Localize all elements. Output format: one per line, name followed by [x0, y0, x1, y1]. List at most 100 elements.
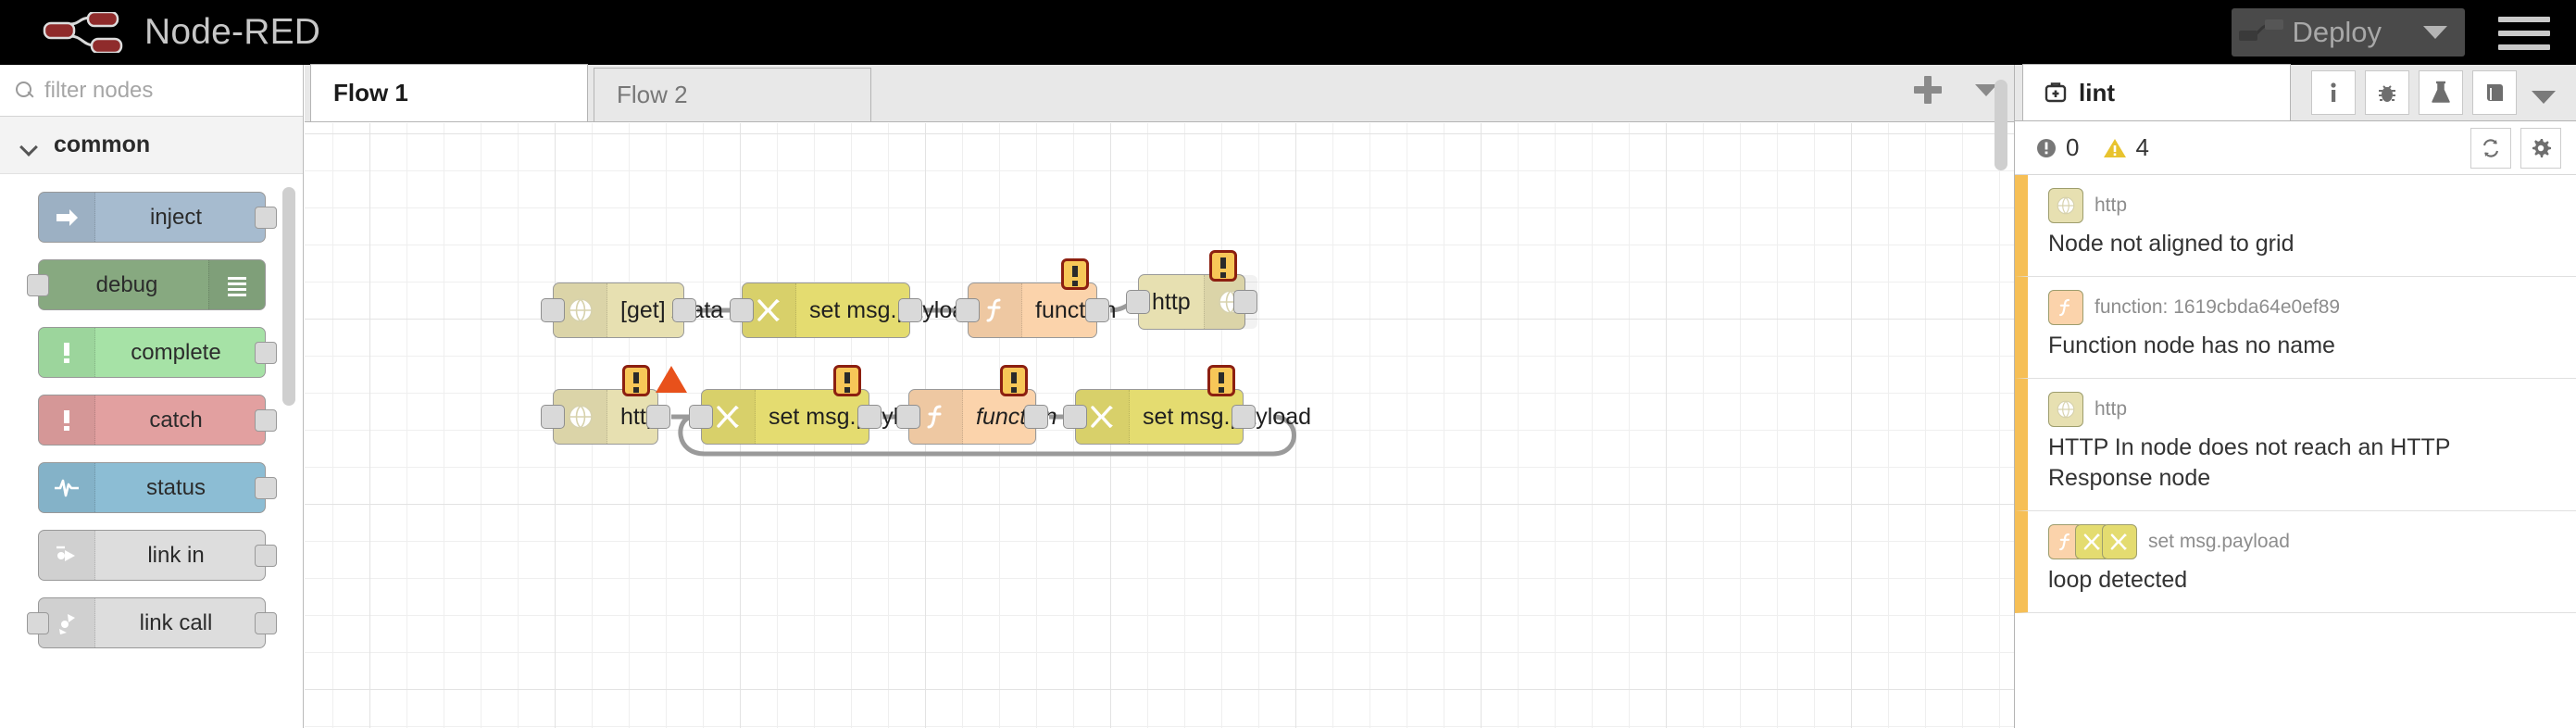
input-port[interactable] [26, 611, 49, 634]
output-port[interactable] [857, 405, 882, 429]
lint-item-source: http [2048, 188, 2559, 223]
node-error-badge[interactable] [1207, 365, 1235, 396]
palette-node-complete[interactable]: complete [37, 327, 277, 378]
flow-node-label: set msg.payload [1143, 403, 1312, 430]
flow-menu-chevron-down-icon[interactable] [1975, 83, 1997, 96]
flow-node-n5[interactable]: http [541, 365, 687, 445]
add-flow-icon[interactable] [1914, 76, 1942, 104]
palette-node-catch[interactable]: catch [37, 395, 277, 446]
refresh-icon[interactable] [2470, 127, 2511, 169]
output-port[interactable] [254, 611, 277, 634]
right-sidebar: lint [2014, 64, 2576, 728]
switch-icon [743, 283, 796, 337]
editor-center: Flow 1 Flow 2 [get] /data [305, 64, 2014, 728]
lint-item-message: loop detected [2048, 567, 2188, 593]
info-icon[interactable] [2311, 70, 2356, 115]
output-port[interactable] [1024, 405, 1048, 429]
lint-item-message: HTTP In node does not reach an HTTP Resp… [2048, 434, 2451, 491]
lint-item-source-label: set msg.payload [2148, 531, 2290, 552]
node-error-badge[interactable] [1061, 258, 1089, 290]
output-port[interactable] [254, 341, 277, 364]
output-port[interactable] [254, 408, 277, 432]
input-port[interactable] [1126, 290, 1150, 314]
input-port[interactable] [730, 298, 754, 322]
palette-node-inject[interactable]: inject [37, 192, 277, 243]
input-port[interactable] [26, 273, 49, 296]
flow-node-n6[interactable]: set msg.payload [689, 365, 937, 445]
lint-item-node-icons [2048, 524, 2137, 559]
output-port[interactable] [254, 206, 277, 229]
output-port[interactable] [646, 405, 670, 429]
flow-node-n3[interactable]: function [956, 258, 1117, 338]
palette-node-label: link call [139, 609, 213, 635]
function-icon [2048, 290, 2083, 325]
lint-item-node-icons [2048, 290, 2083, 325]
book-icon[interactable] [2472, 70, 2517, 115]
hamburger-line [2498, 44, 2550, 50]
tab-flow-2[interactable]: Flow 2 [594, 68, 871, 121]
flow-canvas[interactable]: [get] /data set msg.payload function htt… [305, 123, 2014, 728]
palette-category-label: common [54, 132, 151, 157]
node-error-badge[interactable] [1000, 365, 1028, 396]
palette-node-debug[interactable]: debug [26, 259, 266, 310]
lint-item[interactable]: set msg.payload loop detected [2015, 511, 2576, 613]
input-port[interactable] [896, 405, 920, 429]
input-port[interactable] [541, 298, 565, 322]
input-port[interactable] [689, 405, 713, 429]
output-port[interactable] [254, 544, 277, 567]
bug-icon[interactable] [2365, 70, 2409, 115]
node-error-badge[interactable] [833, 365, 861, 396]
inject-arrow-icon [38, 193, 95, 242]
filter-nodes-input[interactable] [44, 77, 288, 104]
lint-item-node-icons [2048, 188, 2083, 223]
flow-node-n1[interactable]: [get] /data [541, 282, 723, 338]
gear-icon[interactable] [2520, 127, 2561, 169]
node-error-badge[interactable] [1209, 250, 1237, 282]
deploy-dropdown-button[interactable] [2406, 8, 2465, 56]
output-port[interactable] [1233, 290, 1257, 314]
palette-node-link-call[interactable]: link call [26, 597, 277, 648]
flow-node-n7[interactable]: function 1 [896, 365, 1076, 445]
input-port[interactable] [1063, 405, 1087, 429]
hamburger-menu-icon[interactable] [2498, 17, 2550, 50]
input-port[interactable] [956, 298, 980, 322]
output-port[interactable] [672, 298, 696, 322]
palette-search[interactable] [0, 65, 303, 117]
palette-node-link-in[interactable]: link in [37, 530, 277, 581]
flow-node-n2[interactable]: set msg.payload [730, 282, 978, 338]
exclamation-icon [38, 328, 95, 377]
palette-node-label: inject [149, 204, 203, 230]
sidebar-menu-chevron-down-icon[interactable] [2532, 91, 2556, 104]
sidebar-tab-lint[interactable]: lint [2022, 64, 2291, 120]
palette-scrollbar[interactable] [282, 187, 295, 406]
lint-status-actions [2470, 127, 2561, 169]
node-warning-badge[interactable] [656, 366, 687, 393]
output-port[interactable] [254, 476, 277, 499]
tab-flow-1[interactable]: Flow 1 [310, 64, 588, 121]
output-port[interactable] [1232, 405, 1256, 429]
lint-item-message: Function node has no name [2048, 333, 2335, 358]
output-port[interactable] [1085, 298, 1109, 322]
canvas-scrollbar[interactable] [1995, 80, 2007, 170]
hamburger-line [2498, 17, 2550, 22]
flask-icon[interactable] [2419, 70, 2463, 115]
deploy-nodes-icon [2232, 8, 2291, 56]
output-port[interactable] [898, 298, 922, 322]
deploy-button-group[interactable]: Deploy [2231, 8, 2465, 56]
flow-node-label: [get] /data [620, 296, 724, 323]
palette-node-label: catch [149, 407, 203, 433]
lint-item-source-label: function: 1619cbda64e0ef89 [2095, 296, 2341, 318]
node-error-badge[interactable] [622, 365, 650, 396]
globe-icon [2048, 188, 2083, 223]
palette-node-label: debug [95, 271, 158, 297]
palette-category-common[interactable]: common [0, 117, 303, 174]
flow-node-n4[interactable]: http [1126, 250, 1257, 330]
flow-node-n8[interactable]: set msg.payload [1063, 365, 1311, 445]
link-in-icon [38, 531, 95, 580]
input-port[interactable] [541, 405, 565, 429]
lint-item-source: http [2048, 392, 2559, 427]
palette-node-status[interactable]: status [37, 462, 277, 513]
